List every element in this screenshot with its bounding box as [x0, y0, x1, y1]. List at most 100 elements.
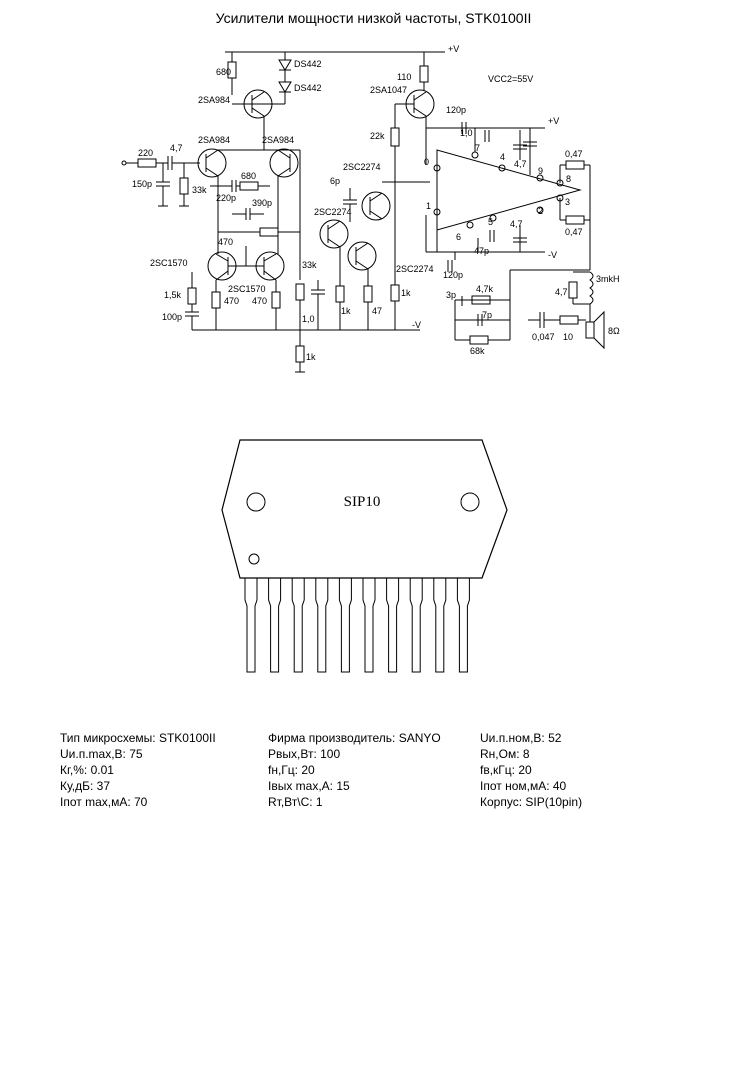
- schematic-labels: 680 DS442 DS442 2SA984 110 2SA1047 +V VC…: [132, 44, 620, 362]
- label-r0-47a: 0,47: [565, 149, 583, 159]
- spec-unom: Uи.п.ном,В: 52: [480, 731, 562, 745]
- label-pin5: 5: [488, 217, 493, 227]
- label-r470-mid: 470: [218, 237, 233, 247]
- label-q-2sc2274-c: 2SC2274: [396, 264, 434, 274]
- spec-pout: Pвых,Вт: 100: [268, 747, 341, 761]
- label-q-2sa984-l: 2SA984: [198, 135, 230, 145]
- package-pin: [315, 578, 329, 673]
- label-c7p: 7p: [482, 310, 492, 320]
- label-vcc2-pos: +V: [448, 44, 459, 54]
- label-q-2sc1570-r: 2SC1570: [228, 284, 266, 294]
- label-c150p: 150p: [132, 179, 152, 189]
- label-vcc2-neg: -V: [412, 320, 421, 330]
- page-title: Усилители мощности низкой частоты, STK01…: [215, 10, 532, 26]
- spec-package: Корпус: SIP(10pin): [480, 795, 583, 809]
- label-r68k: 68k: [470, 346, 485, 356]
- label-pin8: 8: [566, 174, 571, 184]
- label-q-2sc2274-b: 2SC2274: [314, 207, 352, 217]
- spec-thd: Кг,%: 0.01: [60, 763, 114, 777]
- label-pin0: 0: [424, 157, 429, 167]
- label-c1-0-b: 1,0: [460, 128, 473, 138]
- spec-fhigh: fв,кГц: 20: [480, 763, 532, 777]
- label-pin6: 6: [456, 232, 461, 242]
- label-c100p: 100p: [162, 312, 182, 322]
- label-pin1: 1: [426, 201, 431, 211]
- label-c120p-bot: 120p: [443, 270, 463, 280]
- label-c6p: 6p: [330, 176, 340, 186]
- label-c4-7-b: 4,7: [510, 219, 523, 229]
- label-q-2sa1047: 2SA1047: [370, 85, 407, 95]
- package-pin: [433, 578, 447, 673]
- schematic-wires: [121, 51, 605, 373]
- package-pin: [291, 578, 305, 673]
- label-r33k-b: 33k: [302, 260, 317, 270]
- label-r1k-b: 1k: [401, 288, 411, 298]
- label-ds2: DS442: [294, 83, 322, 93]
- label-r4-7k: 4,7k: [476, 284, 494, 294]
- label-r470-b: 470: [252, 296, 267, 306]
- spec-rload: Rн,Ом: 8: [480, 747, 530, 761]
- label-ds1: DS442: [294, 59, 322, 69]
- label-vcc2-value: VCC2=55V: [488, 74, 533, 84]
- label-c120p-top: 120p: [446, 105, 466, 115]
- package-pin: [362, 578, 376, 673]
- label-vcc-pos: +V: [548, 116, 559, 126]
- label-r33k-a: 33k: [192, 185, 207, 195]
- label-c1-0: 1,0: [302, 314, 315, 324]
- label-r47: 47: [372, 306, 382, 316]
- package-label: SIP10: [344, 494, 381, 510]
- label-c0-047: 0,047: [532, 332, 555, 342]
- label-q-2sc2274-a: 2SC2274: [343, 162, 381, 172]
- label-r470-a: 470: [224, 296, 239, 306]
- spec-manufacturer: Фирма производитель: SANYO: [268, 731, 441, 745]
- spec-iout-max: Iвых max,А: 15: [268, 779, 350, 793]
- package-pins: [244, 578, 470, 673]
- label-r0-47b: 0,47: [565, 227, 583, 237]
- label-r1k-a: 1k: [341, 306, 351, 316]
- label-c4-7-in: 4,7: [170, 143, 183, 153]
- label-r1k-c: 1k: [306, 352, 316, 362]
- label-c47p: 47p: [474, 246, 489, 256]
- spec-iq-nom: Iпот ном,мА: 40: [480, 779, 567, 793]
- spec-col-3: Uи.п.ном,В: 52 Rн,Ом: 8 fв,кГц: 20 Iпот …: [480, 730, 582, 810]
- label-r680-mid: 680: [241, 171, 256, 181]
- sip10-package: SIP10: [221, 439, 508, 673]
- spec-gain: Ку,дБ: 37: [60, 779, 111, 793]
- label-pin7: 7: [475, 143, 480, 153]
- spec-type: Тип микросхемы: STK0100II: [60, 731, 216, 745]
- spec-col-1: Тип микросхемы: STK0100II Uи.п.max,В: 75…: [60, 730, 216, 810]
- spec-rth: Rт,Вт\С: 1: [268, 795, 323, 809]
- label-pin2: 2: [538, 206, 543, 216]
- label-r110: 110: [397, 72, 411, 82]
- label-q-2sa984-top: 2SA984: [198, 95, 230, 105]
- label-r680: 680: [216, 67, 231, 77]
- spec-flow: fн,Гц: 20: [268, 763, 315, 777]
- label-q-2sa984-r: 2SA984: [262, 135, 294, 145]
- package-pin: [409, 578, 423, 673]
- label-q-2sc1570-l: 2SC1570: [150, 258, 188, 268]
- spec-col-2: Фирма производитель: SANYO Pвых,Вт: 100 …: [268, 730, 441, 810]
- label-pin9: 9: [538, 166, 543, 176]
- label-l3mkh: 3mkH: [596, 274, 620, 284]
- label-c390p: 390p: [252, 198, 272, 208]
- label-pin3: 3: [565, 197, 570, 207]
- label-c4-7-a: 4,7: [514, 159, 527, 169]
- label-r22k: 22k: [370, 131, 385, 141]
- label-c220p: 220p: [216, 193, 236, 203]
- label-r10: 10: [563, 332, 573, 342]
- spec-iq-max: Iпот max,мА: 70: [60, 795, 148, 809]
- package-pin: [244, 578, 258, 673]
- label-r1-5k: 1,5k: [164, 290, 182, 300]
- label-spk: 8Ω: [608, 326, 620, 336]
- package-pin: [386, 578, 400, 673]
- spec-umax: Uи.п.max,В: 75: [60, 747, 143, 761]
- label-vcc-neg: -V: [548, 250, 557, 260]
- label-r4-7: 4,7: [555, 287, 568, 297]
- package-pin: [338, 578, 352, 673]
- package-pin: [456, 578, 470, 673]
- package-pin: [268, 578, 282, 673]
- label-r220: 220: [138, 148, 153, 158]
- label-pin4: 4: [500, 152, 505, 162]
- label-c3p: 3p: [446, 290, 456, 300]
